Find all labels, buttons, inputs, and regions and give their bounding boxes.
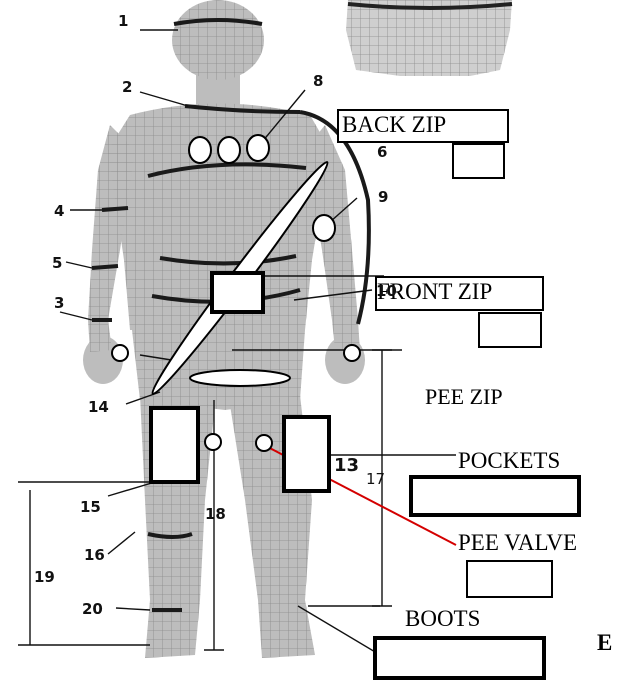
pee-zip-label: PEE ZIP bbox=[425, 384, 503, 410]
thigh-circle-right bbox=[256, 435, 272, 451]
measure-number-16: 16 bbox=[84, 546, 105, 564]
measure-number-5: 5 bbox=[52, 254, 62, 272]
measure-number-2: 2 bbox=[122, 78, 132, 96]
band-4-bicep bbox=[102, 208, 128, 210]
chest-circle-2 bbox=[218, 137, 240, 163]
boots-label: BOOTS bbox=[405, 606, 480, 632]
band-5-forearm bbox=[92, 266, 118, 268]
pocket-box-right bbox=[282, 415, 331, 493]
measure-number-8: 8 bbox=[313, 72, 323, 90]
chest-circle-1 bbox=[189, 137, 211, 163]
pee-valve-label: PEE VALVE bbox=[458, 530, 577, 556]
pocket-box-left bbox=[149, 406, 200, 484]
measure-number-6: 6 bbox=[377, 143, 387, 161]
measure-number-19: 19 bbox=[34, 568, 55, 586]
pockets-label: POCKETS bbox=[458, 448, 560, 474]
measure-number-20: 20 bbox=[82, 600, 103, 618]
back-view-inset bbox=[346, 0, 512, 76]
measure-number-18: 18 bbox=[205, 505, 226, 523]
measure-number-9: 9 bbox=[378, 188, 388, 206]
front-zip-marker-box bbox=[210, 271, 265, 314]
back-zip-label: BACK ZIP bbox=[342, 112, 446, 138]
pee-valve-input-box bbox=[466, 560, 553, 598]
measure-number-1: 1 bbox=[118, 12, 128, 30]
hand-circle-left bbox=[112, 345, 128, 361]
thigh-circle-left bbox=[205, 434, 221, 450]
back-zip-input-box bbox=[452, 143, 505, 179]
boots-input-box bbox=[373, 636, 546, 680]
pee-zip-marker bbox=[190, 370, 290, 386]
pockets-input-box bbox=[409, 475, 581, 517]
measure-number-13: 13 bbox=[334, 455, 359, 476]
chest-circle-3 bbox=[247, 135, 269, 161]
human-figure bbox=[83, 0, 365, 658]
measure-number-4: 4 bbox=[54, 202, 64, 220]
edge-label-fragment: E bbox=[597, 630, 612, 656]
measure-number-3: 3 bbox=[54, 294, 64, 312]
measure-number-10: 10 bbox=[376, 282, 397, 300]
hand-circle-right bbox=[344, 345, 360, 361]
measure-number-14: 14 bbox=[88, 398, 109, 416]
front-zip-input-box bbox=[478, 312, 542, 348]
measure-number-17: 17 bbox=[366, 470, 385, 488]
measure-number-15: 15 bbox=[80, 498, 101, 516]
arm-circle bbox=[313, 215, 335, 241]
